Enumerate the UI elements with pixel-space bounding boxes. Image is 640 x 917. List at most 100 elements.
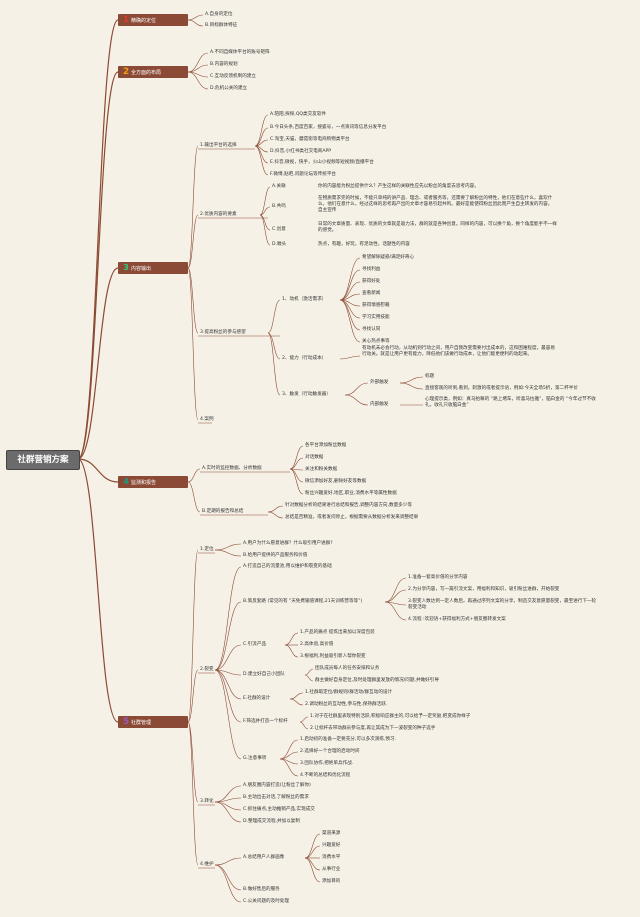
leaf-item: 2.选择好一个合理的启动时间 — [300, 749, 360, 754]
connector-line — [214, 644, 242, 671]
leaf-item: A.用户为什么愿意进群？什么吸引用户进群? — [243, 541, 333, 546]
section-number: 1 — [123, 15, 129, 24]
leaf-item: 1.产品的痛点 提炼出来加以深度包装 — [300, 630, 375, 635]
connector-line — [187, 19, 204, 27]
subbranch-title: 1.输出平台的选择 — [200, 143, 237, 148]
branch-item: B.目标群体特征 — [205, 23, 238, 28]
connector-line — [339, 355, 361, 360]
leaf-item: 2.为分享内容，写一篇引流文案，用福利和知识，吸引粉丝进群，开始裂变 — [408, 587, 560, 592]
leaf-item: 查看新闻 — [362, 291, 381, 296]
connector-line — [214, 549, 242, 557]
connector-line — [289, 457, 304, 470]
connector-line — [344, 394, 369, 406]
connector-line — [214, 566, 242, 671]
element-text: 在物质需求完的时候，不能只单纯的讲产品、理念、或者服务等，还需要了解粉丝的特性，… — [318, 196, 553, 213]
leaf-item: A.朋友圈内容打造(让粉丝了解你) — [243, 783, 311, 788]
connector-line — [267, 511, 284, 519]
leaf-item: 获得情感慰藉 — [362, 303, 390, 308]
connector-line — [339, 257, 361, 301]
connector-line — [259, 206, 271, 216]
element-text: 你的内容能为粉丝提供什么？产生这样的关联性应先以粉丝的角度去思考内容。 — [318, 184, 479, 189]
connector-line — [187, 71, 209, 90]
connector-line — [214, 543, 242, 551]
connector-line — [304, 857, 321, 871]
leaf-item: 直接客观的听到,看到，刺激的或者提示语，例如:今天全场5折，第二杯半价 — [425, 386, 578, 391]
leaf-item: 2.让标杆去带动群员参与度,再让其成为下一波裂变的种子选手 — [310, 726, 436, 731]
connector-line — [279, 758, 299, 777]
build-item: F.筛选并打造一个标杆 — [243, 719, 288, 724]
connector-line — [399, 382, 424, 390]
leaf-item: 1.社群取定位/群规则/群活动/群互动的设计 — [305, 690, 393, 695]
connector-line — [214, 797, 242, 803]
connector-line — [267, 505, 284, 513]
maintain-item: B.做好售后的服务 — [243, 887, 280, 892]
leaf-item: 2.调动粉丝的互动性,参与性,保持群活跃. — [305, 702, 388, 707]
leaf-item: B.今日头条,百度百家，搜狐号，一点资讯等信息分发平台 — [270, 125, 387, 130]
leaf-item: C.淘宝,天猫，蘑菇街等电商购物类平台 — [270, 137, 350, 142]
trigger-label: 3、触发（行动触发器） — [282, 392, 331, 397]
connector-line — [187, 721, 199, 803]
leaf-item: B.主动出击对话,了解粉丝的需求 — [243, 795, 309, 800]
connector-line — [384, 577, 407, 603]
connector-line — [304, 845, 321, 859]
subbranch-title: 2.裂变 — [200, 667, 214, 672]
connector-line — [384, 589, 407, 603]
leaf-item: E.抖音,微视，快手，火山小视频等短视频/直播平台 — [270, 160, 374, 165]
leaf-item: 3.团队协作,把绝单兵作战. — [300, 761, 354, 766]
connector-line — [289, 468, 304, 483]
branch-item: B.内容的规划 — [210, 62, 238, 67]
leaf-item: 消费水平 — [322, 855, 341, 860]
connector-line — [187, 52, 209, 73]
connector-line — [254, 145, 269, 176]
branch-item: A.自身的定位 — [205, 12, 233, 17]
leaf-item: 标题 — [425, 374, 435, 379]
trigger-external-label: 外部触发 — [370, 380, 389, 385]
connector-line — [344, 382, 369, 396]
section-title: 内容输出 — [131, 266, 152, 272]
connector-line — [214, 864, 242, 903]
section-number: 3 — [123, 263, 129, 272]
leaf-item: 渠道来源 — [322, 831, 341, 836]
connector-line — [187, 267, 199, 421]
leaf-item: 总结是否精准，或者发问停止，根据需要从数据分析发来调整结果 — [285, 515, 419, 520]
connector-line — [289, 698, 304, 706]
section-number: 2 — [122, 67, 130, 77]
connector-line — [259, 214, 271, 246]
subbranch-title: 1.定位 — [200, 547, 214, 552]
connector-line — [384, 601, 407, 621]
subbranch-title: 3.转化 — [200, 799, 214, 804]
connector-line — [304, 833, 321, 859]
build-item: G.注意事项 — [243, 756, 267, 761]
connector-line — [299, 716, 309, 723]
leaf-item: 团队成员每人的任务安排和认务 — [315, 666, 380, 671]
connector-line — [279, 751, 299, 760]
section-number: 5 — [122, 717, 130, 727]
element-label: A.关联 — [272, 184, 286, 189]
branch-item: A.不同自媒体平台的账号矩阵 — [210, 50, 270, 55]
section-title: 监测和报告 — [131, 480, 157, 486]
connector-line — [339, 299, 361, 343]
leaf-item: C.抓住痛点,主动推销产品,实现成交 — [243, 807, 315, 812]
connector-line — [77, 458, 119, 483]
motivation-label: 1、动机（激活需求） — [282, 297, 327, 302]
leaf-item: 微信添加好友,删除好友等数据 — [305, 479, 367, 484]
root-node[interactable]: 社群营销方案 — [6, 450, 80, 470]
connector-line — [304, 857, 321, 883]
connector-line — [339, 281, 361, 301]
connector-line — [187, 64, 209, 73]
build-item: C.引流产品 — [243, 642, 267, 647]
connector-line — [304, 674, 314, 682]
connector-line — [267, 332, 281, 396]
leaf-item: 寻找认同 — [362, 327, 381, 332]
connector-line — [77, 267, 119, 460]
connector-line — [214, 669, 242, 723]
connector-line — [214, 785, 242, 803]
branch-item: C.互动反馈机制的建立 — [210, 74, 257, 79]
